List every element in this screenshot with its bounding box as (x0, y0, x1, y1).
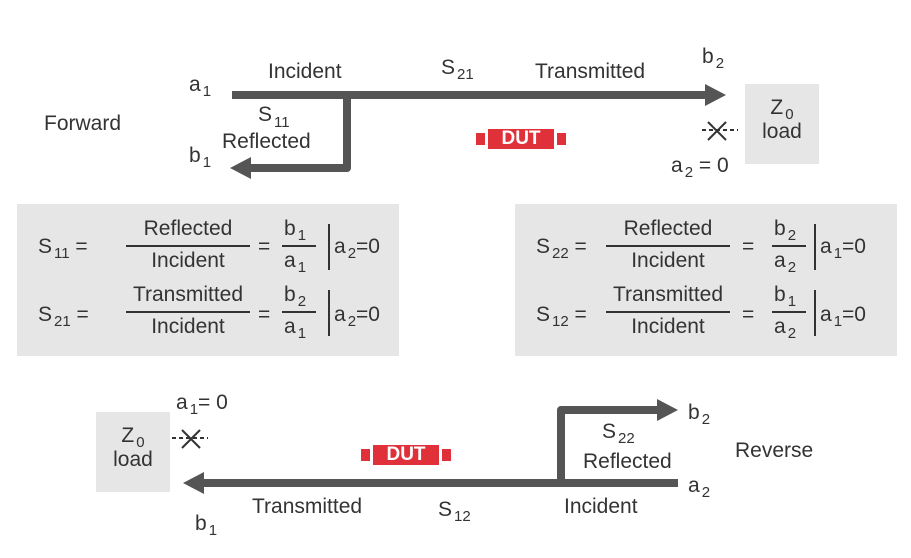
forward-transmitted-label: Transmitted (535, 60, 646, 83)
reverse-reflected-arrow (557, 406, 660, 483)
reverse-dut: DUT (361, 445, 451, 465)
forward-open-mark (702, 121, 738, 141)
forward-reflected-arrowhead (230, 157, 251, 179)
reverse-transmitted-label: Transmitted (252, 495, 363, 518)
forward-equations-panel (17, 204, 399, 356)
reverse-reflected-arrowhead (657, 399, 678, 421)
reverse-label: Reverse (735, 439, 814, 462)
reverse-open-mark (172, 429, 208, 449)
forward-reflected-arrow (248, 95, 351, 172)
reverse-reflected-label: Reflected (583, 450, 672, 473)
forward-incident-label: Incident (268, 60, 342, 83)
reverse-incident-label: Incident (564, 495, 638, 518)
forward-reflected-label: Reflected (222, 130, 311, 153)
reverse-equations-panel (515, 204, 897, 356)
forward-dut: DUT (476, 129, 566, 149)
forward-arrowhead (705, 84, 726, 106)
reverse-arrowhead (183, 472, 204, 494)
forward-label: Forward (44, 112, 122, 135)
